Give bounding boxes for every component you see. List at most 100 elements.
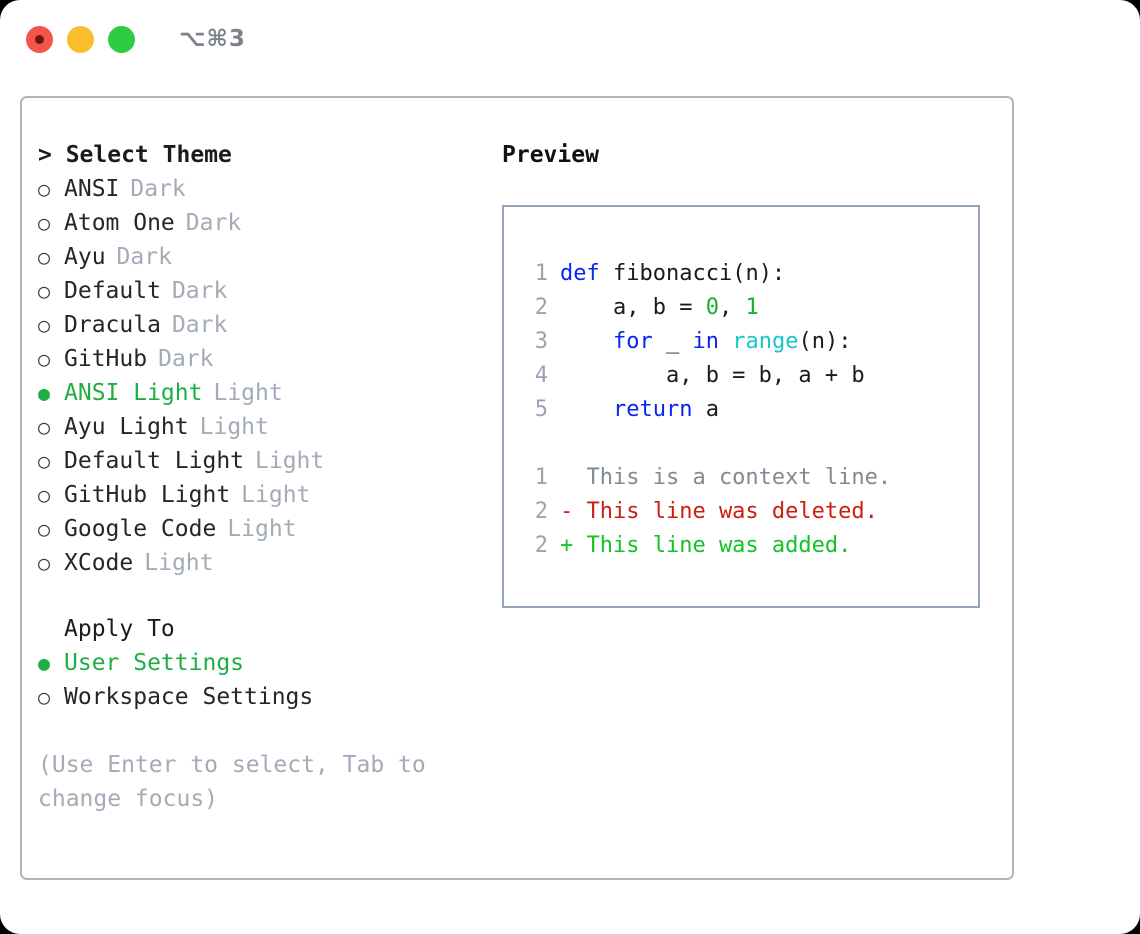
code-token: _ [652,329,693,354]
theme-option-9[interactable]: ○ GitHub Light Light [38,478,498,512]
theme-option-label: Ayu Light [64,414,189,440]
theme-option-label: Default [64,278,161,304]
theme-option-variant-badge: Light [199,414,269,440]
spacer [38,580,498,612]
code-token [560,397,613,422]
radio-unselected-icon: ○ [38,517,51,541]
keyboard-hint-text: (Use Enter to select, Tab to change focu… [38,752,426,812]
apply-to-list[interactable]: ●User Settings ○ Workspace Settings [38,646,498,714]
line-number: 1 [534,465,548,490]
radio-unselected-icon: ○ [38,449,51,473]
line-number: 4 [534,363,548,388]
theme-option-variant-badge: Dark [130,176,186,202]
theme-option-4[interactable]: ○ Dracula Dark [38,308,498,342]
radio-unselected-icon: ○ [38,313,51,337]
theme-option-label: GitHub [64,346,148,372]
code-token: fibonacci(n): [599,261,786,286]
theme-option-8[interactable]: ○ Default Light Light [38,444,498,478]
theme-option-3[interactable]: ○ Default Dark [38,274,498,308]
theme-option-label: GitHub Light [64,482,231,508]
code-token: a, b = [560,295,706,320]
line-number: 5 [534,397,548,422]
theme-option-label: Atom One [64,210,175,236]
spacer [526,427,978,461]
radio-unselected-icon: ○ [38,279,51,303]
code-token: (n): [798,329,852,354]
diff-line-0: 1 This is a context line. [526,461,978,495]
radio-unselected-icon: ○ [38,483,51,507]
theme-option-variant-badge: Light [255,448,325,474]
theme-option-variant-badge: Light [213,380,283,406]
apply-option-label: User Settings [64,650,245,676]
window-controls [26,25,135,53]
theme-option-2[interactable]: ○ Ayu Dark [38,240,498,274]
code-token: a [692,397,719,422]
radio-selected-icon: ● [38,381,51,405]
code-token: 0 [705,295,719,320]
theme-option-label: Dracula [64,312,161,338]
code-line-4: 5 return a [526,393,978,427]
code-token: def [560,261,600,286]
radio-unselected-icon: ○ [38,211,51,235]
theme-option-5[interactable]: ○ GitHub Dark [38,342,498,376]
diff-text: - This line was deleted. [560,499,878,524]
theme-option-variant-badge: Dark [158,346,214,372]
apply-option-0[interactable]: ●User Settings [38,646,498,680]
theme-option-label: Google Code [64,516,217,542]
diff-line-1: 2 - This line was deleted. [526,495,978,529]
code-token [719,329,732,354]
diff-text: This is a context line. [560,465,892,490]
radio-unselected-icon: ○ [38,551,51,575]
radio-unselected-icon: ○ [38,685,51,709]
apply-option-1[interactable]: ○ Workspace Settings [38,680,498,714]
diff-sample: 1 This is a context line. 2 - This line wa… [526,461,978,563]
theme-option-label: XCode [64,550,134,576]
theme-option-11[interactable]: ○ XCode Light [38,546,498,580]
line-number: 2 [534,295,548,320]
line-number: 1 [534,261,548,286]
code-token: a, b = b, a + b [560,363,865,388]
radio-unselected-icon: ○ [38,347,51,371]
code-line-3: 4 a, b = b, a + b [526,359,978,393]
apply-option-label: Workspace Settings [64,684,314,710]
theme-option-variant-badge: Dark [171,278,228,304]
code-token: for [612,329,653,354]
title-bar: ⌥⌘3 [0,0,1140,78]
theme-option-variant-badge: Light [241,482,311,508]
code-token: range [732,329,799,354]
code-line-2: 3 for _ in range(n): [526,325,978,359]
theme-option-label: Default Light [64,448,245,474]
code-token [560,329,613,354]
diff-line-2: 2+ This line was added. [526,529,978,563]
preview-header: Preview [502,142,599,168]
diff-text: + This line was added. [560,533,852,558]
code-line-1: 2 a, b = 0, 1 [526,291,978,325]
keyboard-shortcut-label: ⌥⌘3 [179,26,246,52]
line-number: 3 [534,329,548,354]
apply-to-header: Apply To [64,616,175,642]
theme-option-variant-badge: Dark [116,244,172,270]
theme-option-label: ANSI [64,176,120,202]
code-token: 1 [745,295,759,320]
maximize-button[interactable] [108,25,135,53]
line-number: 2 [534,499,548,524]
radio-unselected-icon: ○ [38,245,51,269]
theme-option-label: Ayu [64,244,106,270]
theme-option-variant-badge: Light [144,550,214,576]
close-button[interactable] [26,25,53,53]
minimize-button[interactable] [67,25,94,53]
code-token: , [718,295,746,320]
code-line-0: 1 def fibonacci(n): [526,257,978,291]
theme-option-variant-badge: Dark [171,312,228,338]
